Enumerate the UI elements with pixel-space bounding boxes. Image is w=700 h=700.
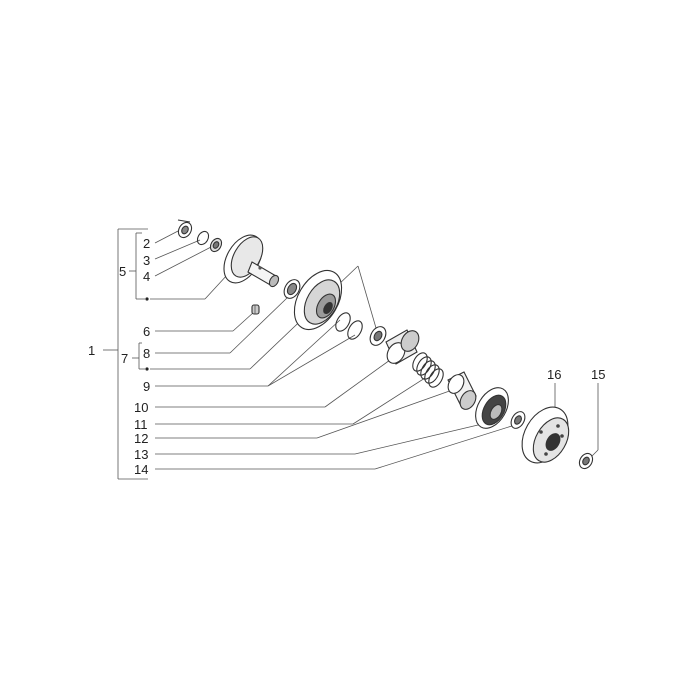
part-nut (177, 219, 193, 239)
label-14: 14 (134, 462, 148, 477)
label-5: 5 (119, 264, 126, 279)
bullet-dot (145, 367, 149, 371)
part-washer-14 (510, 411, 526, 429)
part-bushing (385, 329, 420, 365)
part-washer (196, 230, 210, 246)
bracket-group-5 (129, 232, 145, 300)
part-fixed-pulley (223, 234, 280, 288)
label-15: 15 (591, 367, 605, 382)
part-seal (369, 326, 387, 346)
part-o-rings (335, 312, 363, 340)
label-13: 13 (134, 447, 148, 462)
label-6: 6 (143, 324, 150, 339)
part-movable-pulley (293, 269, 343, 331)
label-4: 4 (143, 269, 150, 284)
part-sleeve (447, 371, 477, 410)
label-9: 9 (143, 379, 150, 394)
bracket-group-1 (103, 228, 148, 480)
label-12: 12 (134, 431, 148, 446)
part-screw (251, 304, 260, 315)
label-2: 2 (143, 236, 150, 251)
label-11: 11 (134, 417, 148, 432)
label-10: 10 (134, 400, 148, 415)
label-7: 7 (121, 351, 128, 366)
bracket-group-7 (132, 342, 145, 370)
part-end-nut (578, 452, 594, 470)
label-8: 8 (143, 346, 150, 361)
part-clutch (475, 387, 509, 429)
label-16: 16 (547, 367, 561, 382)
part-bearing (209, 237, 223, 253)
label-1: 1 (88, 343, 95, 358)
part-bearing-8 (283, 279, 301, 299)
part-spring (412, 352, 444, 388)
bullet-dot (145, 297, 149, 301)
part-clutch-bell (521, 406, 570, 464)
label-3: 3 (143, 253, 150, 268)
